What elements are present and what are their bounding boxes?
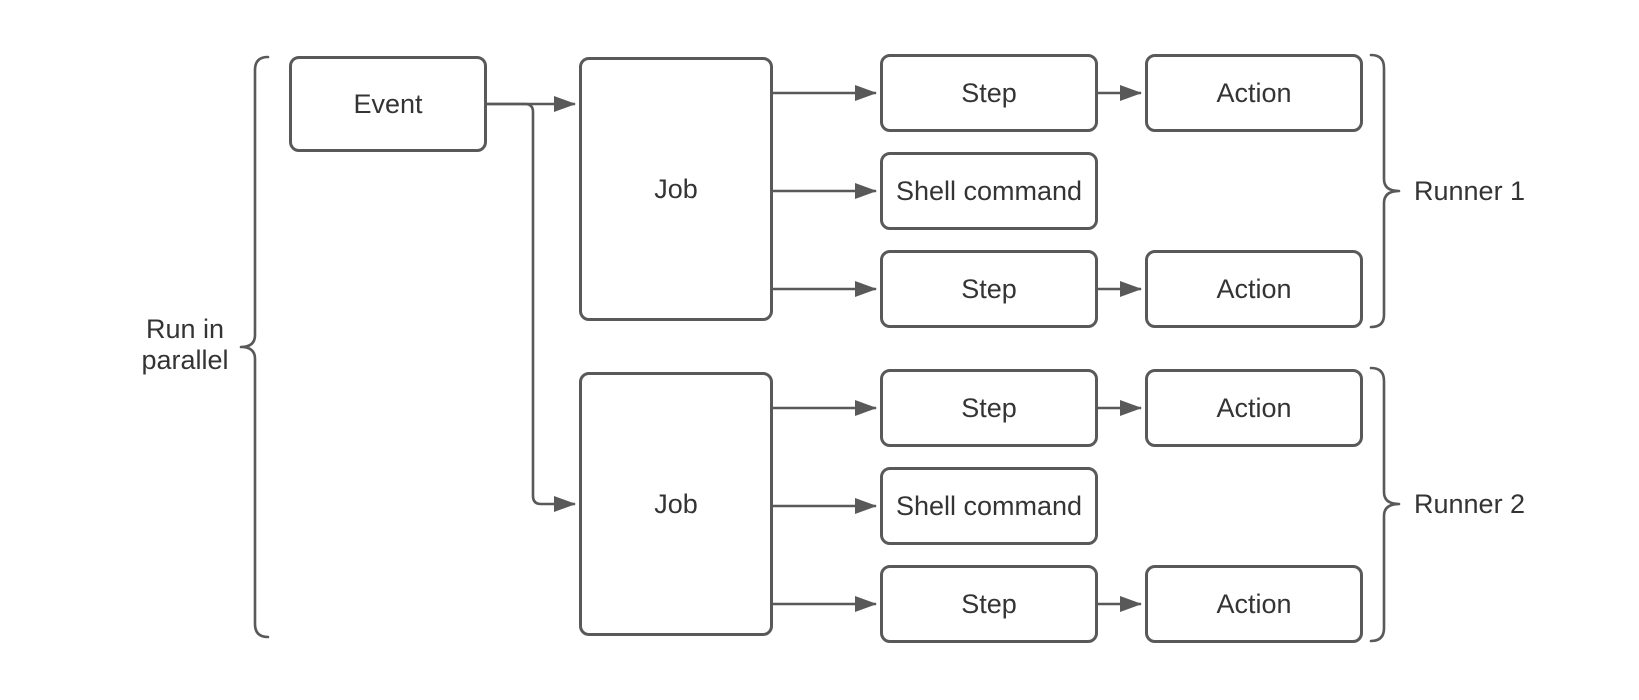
node-runner1-shell-command-label: Shell command [895, 175, 1083, 206]
node-event: Event [289, 56, 487, 152]
node-job-2-label: Job [654, 488, 698, 519]
runner-1-label: Runner 1 [1414, 176, 1526, 206]
node-runner2-action-1: Action [1145, 369, 1363, 447]
node-runner2-shell-command-label: Shell command [895, 490, 1083, 521]
node-runner1-action-2: Action [1145, 250, 1363, 328]
node-runner1-action-1: Action [1145, 54, 1363, 132]
node-runner2-step-2: Step [880, 565, 1098, 643]
run-in-parallel-brace [239, 55, 270, 639]
node-runner1-action-1-label: Action [1216, 77, 1292, 108]
node-job-1-label: Job [654, 173, 698, 204]
node-runner2-action-2-label: Action [1216, 588, 1292, 619]
node-runner1-step-1: Step [880, 54, 1098, 132]
node-runner2-step-1-label: Step [961, 392, 1017, 423]
node-job-1: Job [579, 57, 773, 321]
node-runner1-shell-command: Shell command [880, 152, 1098, 230]
node-runner1-step-2-label: Step [961, 273, 1017, 304]
node-runner2-action-2: Action [1145, 565, 1363, 643]
node-runner2-step-1: Step [880, 369, 1098, 447]
runner-2-label: Runner 2 [1414, 489, 1526, 519]
runner-1-brace [1369, 53, 1401, 329]
node-runner1-step-2: Step [880, 250, 1098, 328]
node-runner1-action-2-label: Action [1216, 273, 1292, 304]
node-job-2: Job [579, 372, 773, 636]
node-event-label: Event [353, 88, 423, 119]
runner-2-brace [1369, 366, 1401, 643]
node-runner1-step-1-label: Step [961, 77, 1017, 108]
node-runner2-step-2-label: Step [961, 588, 1017, 619]
run-in-parallel-label: Run in parallel [141, 314, 229, 375]
arrow-event-to-job-2 [487, 102, 576, 512]
node-runner2-action-1-label: Action [1216, 392, 1292, 423]
node-runner2-shell-command: Shell command [880, 467, 1098, 545]
